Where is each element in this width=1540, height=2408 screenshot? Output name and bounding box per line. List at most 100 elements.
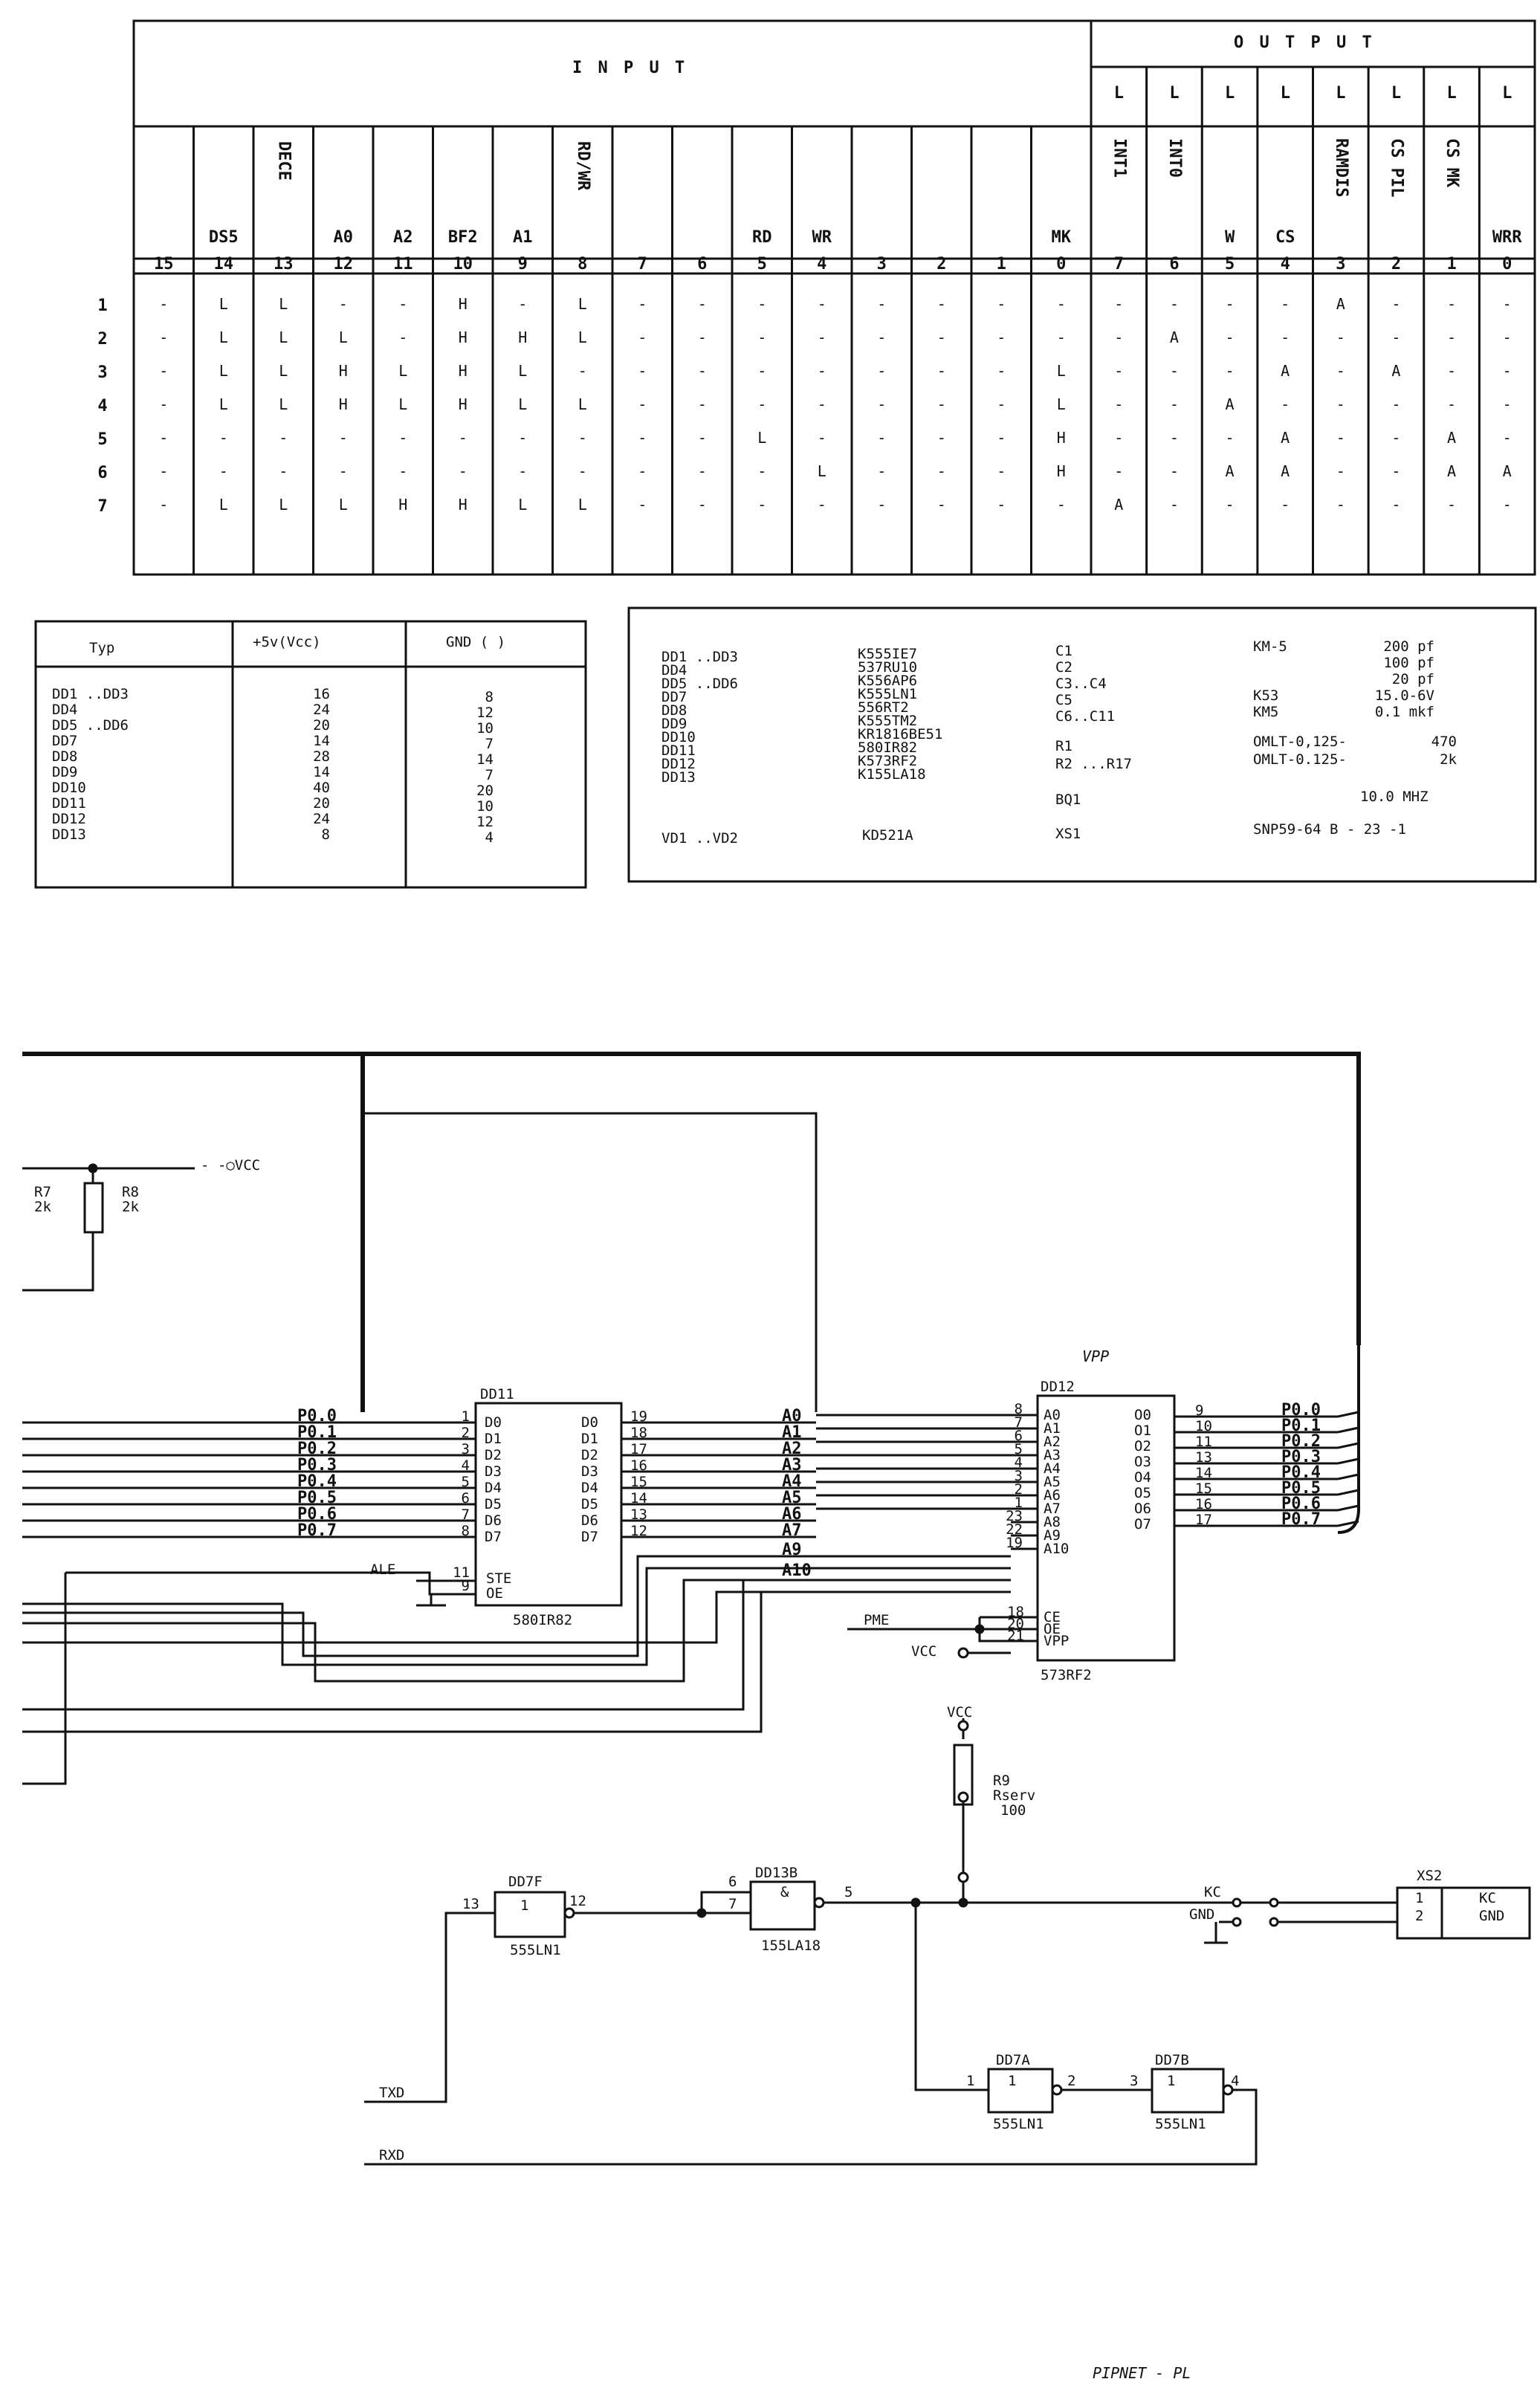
output-cell: A xyxy=(1114,496,1123,514)
input-cell: H xyxy=(459,395,468,413)
input-cell: - xyxy=(159,462,168,480)
p0-out-label: P0.6 xyxy=(1281,1495,1321,1513)
dd7a-out-pin: 2 xyxy=(1067,2073,1075,2089)
xs2-gnd-label: GND xyxy=(1479,1908,1504,1924)
vcc-label-r78: - -○VCC xyxy=(201,1157,260,1174)
r9-type: Rserv xyxy=(993,1787,1035,1804)
p0-out-label: P0.4 xyxy=(1281,1463,1321,1482)
input-cell: - xyxy=(578,362,587,380)
output-bit-number: 0 xyxy=(1502,255,1512,274)
p0-out-label: P0.5 xyxy=(1281,1479,1321,1498)
dd12-addr-name: A4 xyxy=(1044,1460,1061,1477)
address-label: A4 xyxy=(782,1472,802,1491)
dd12-addr-pin: 3 xyxy=(1015,1468,1023,1484)
dd13b-out-pin: 5 xyxy=(844,1884,852,1900)
parts-chip-ref: DD11 xyxy=(661,742,696,759)
parts-chip-ref: DD8 xyxy=(661,702,687,719)
output-title: O U T P U T xyxy=(1234,33,1375,52)
input-bit-number: 2 xyxy=(936,255,946,274)
parts-chip-ref: DD13 xyxy=(661,769,696,786)
dd11-in-pin: 8 xyxy=(462,1523,470,1539)
output-level: L xyxy=(1281,84,1290,103)
input-cell: - xyxy=(578,462,587,480)
dd12-chip xyxy=(1036,1394,1176,1662)
p0-label: P0.5 xyxy=(297,1489,337,1507)
dd7f-ref: DD7F xyxy=(508,1874,543,1890)
power-vcc-pin: 28 xyxy=(313,748,330,765)
parts-chip-ref: DD12 xyxy=(661,756,696,772)
p0-out-label: P0.2 xyxy=(1281,1432,1321,1451)
output-cell: - xyxy=(1336,496,1345,514)
dd11-out-name: D1 xyxy=(581,1431,598,1447)
output-cell: - xyxy=(1447,395,1456,413)
dd11-ref: DD11 xyxy=(480,1386,514,1402)
power-header-typ: Typ xyxy=(89,640,114,656)
r7-value: 2k xyxy=(34,1199,51,1215)
dd12-type: 573RF2 xyxy=(1041,1667,1092,1683)
input-cell: H xyxy=(459,295,468,313)
p0-out-label: P0.7 xyxy=(1281,1510,1321,1529)
input-cell: - xyxy=(997,362,1006,380)
input-cell: - xyxy=(757,496,766,514)
output-cell: - xyxy=(1447,496,1456,514)
output-cell: - xyxy=(1503,362,1512,380)
input-signal-label: DS5 xyxy=(209,228,239,247)
xs2-kc-label: KC xyxy=(1479,1890,1496,1906)
input-cell: - xyxy=(698,429,707,447)
power-chip-ref: DD10 xyxy=(52,780,86,796)
input-bit-number: 0 xyxy=(1056,255,1066,274)
parts-cap-value: 0.1 mkf xyxy=(1375,704,1434,720)
power-vcc-pin: 14 xyxy=(313,764,330,780)
output-cell: A xyxy=(1281,429,1290,447)
parts-chip-ref: DD7 xyxy=(661,689,687,705)
parts-cap-value: 200 pf xyxy=(1383,638,1434,655)
parts-res-value: 2k xyxy=(1440,751,1457,768)
input-cell: L xyxy=(219,496,228,514)
dd12-addr-name: A6 xyxy=(1044,1487,1061,1504)
input-title: I N P U T xyxy=(572,59,688,77)
dd11-in-pin: 4 xyxy=(462,1457,470,1474)
dd12-addr-pin: 2 xyxy=(1015,1481,1023,1498)
p0-label: P0.7 xyxy=(297,1521,337,1540)
input-cell: - xyxy=(159,496,168,514)
input-cell: - xyxy=(698,395,707,413)
input-bit-number: 12 xyxy=(334,255,354,274)
parts-chip-type: K155LA18 xyxy=(858,766,926,783)
input-cell: H xyxy=(459,328,468,346)
output-cell: A xyxy=(1226,462,1235,480)
dd11-in-name: D0 xyxy=(485,1414,502,1431)
input-cell: - xyxy=(877,395,886,413)
output-cell: - xyxy=(1336,328,1345,346)
output-bit-number: 2 xyxy=(1391,255,1401,274)
power-gnd-pin: 7 xyxy=(485,736,494,752)
parts-chip-type: 556RT2 xyxy=(858,699,909,716)
output-cell: - xyxy=(1226,362,1235,380)
dd12-addr-name: A2 xyxy=(1044,1434,1061,1450)
output-cell: - xyxy=(1391,429,1400,447)
dd7f-symbol: 1 xyxy=(520,1897,528,1914)
output-cell: - xyxy=(1114,429,1123,447)
power-gnd-pin: 20 xyxy=(476,783,494,799)
input-cell: H xyxy=(398,496,407,514)
dd12-addr-name: A10 xyxy=(1044,1541,1069,1557)
input-cell: L xyxy=(279,496,288,514)
power-vcc-pin: 20 xyxy=(313,717,330,734)
dd11-in-name: D7 xyxy=(485,1529,502,1545)
r9-vcc-label: VCC xyxy=(947,1704,972,1721)
dd11-in-pin: 1 xyxy=(462,1408,470,1425)
dd7b-ref: DD7B xyxy=(1155,2052,1189,2068)
output-cell: A xyxy=(1447,462,1456,480)
pme-label: PME xyxy=(864,1612,889,1628)
input-cell: L xyxy=(578,395,587,413)
parts-cap-ref: C3..C4 xyxy=(1055,676,1107,692)
power-vcc-pin: 40 xyxy=(313,780,330,796)
input-cell: - xyxy=(877,462,886,480)
dd12-addr-pin: 7 xyxy=(1015,1414,1023,1431)
input-cell: L xyxy=(279,328,288,346)
parts-cap-type: KM5 xyxy=(1253,704,1278,720)
dd11-out-pin: 15 xyxy=(630,1474,647,1490)
input-signal-label: WR xyxy=(812,228,832,247)
output-cell: - xyxy=(1391,395,1400,413)
dd11-out-pin: 17 xyxy=(630,1441,647,1457)
input-cell: H xyxy=(1057,462,1066,480)
